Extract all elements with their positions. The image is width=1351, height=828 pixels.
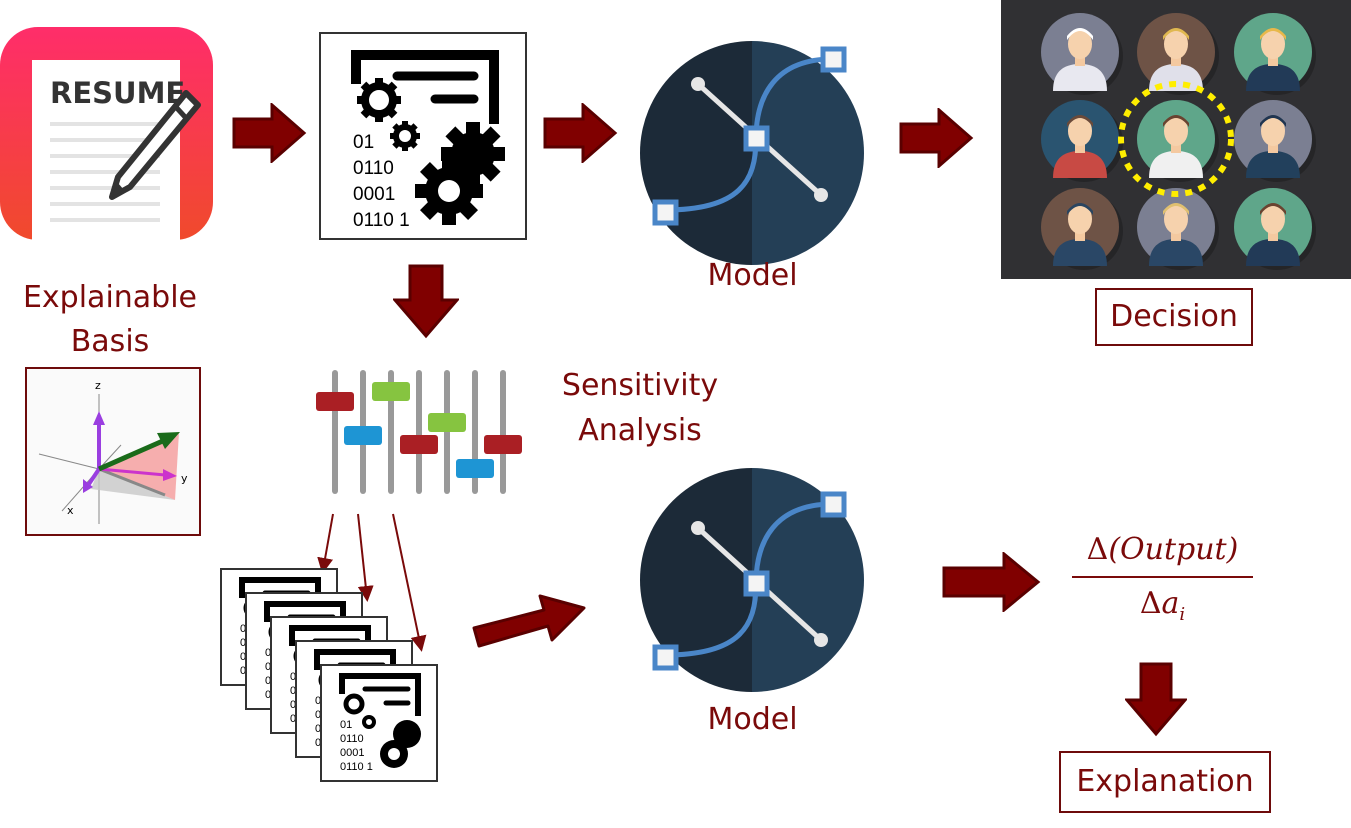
- perturbation-arrows: [310, 510, 440, 660]
- binary-text: 01 0110 0001 0110 1: [353, 130, 410, 234]
- person-police-officer-avatar: [1041, 188, 1123, 270]
- resume-icon: RESUME: [0, 27, 213, 240]
- person-doctor-avatar: [1137, 100, 1219, 182]
- candidate-pool-image: [1001, 0, 1351, 279]
- model-icon: [640, 468, 865, 693]
- person-hipster-avatar: [1041, 100, 1123, 182]
- x-axis-label: x: [67, 504, 74, 517]
- resume-title: RESUME: [50, 76, 185, 110]
- input-variable: a: [1161, 586, 1180, 621]
- arrow-icon: [317, 513, 334, 574]
- feature-extraction-document: 01 0110 0001 0110 1: [319, 32, 527, 240]
- binary-line: 0: [240, 623, 247, 635]
- binary-line: 0: [290, 713, 297, 725]
- binary-line: 0110: [340, 733, 364, 745]
- person-chef-avatar: [1041, 13, 1123, 95]
- slider-knob: [344, 426, 382, 445]
- binary-line: 0: [290, 671, 297, 683]
- explanation-box: Explanation: [1059, 751, 1271, 813]
- person-waiter-avatar: [1234, 188, 1316, 270]
- binary-line: 0: [265, 647, 272, 659]
- person-call-center-agent-avatar: [1137, 188, 1219, 270]
- binary-line: 0: [315, 737, 322, 749]
- input-index: i: [1179, 604, 1186, 625]
- formula-numerator: Δ(Output): [1070, 528, 1255, 572]
- arrow-diagonal-icon: [470, 588, 590, 658]
- gear-icon: [415, 157, 483, 225]
- person-pilot-avatar: [1137, 13, 1219, 95]
- person-construction-worker-avatar: [1234, 13, 1316, 95]
- model-label-top: Model: [707, 258, 798, 293]
- binary-line: 0: [290, 685, 297, 697]
- arrow-right-icon: [899, 108, 974, 168]
- delta-symbol: Δ: [1139, 586, 1162, 621]
- binary-line: 0: [265, 689, 272, 701]
- arrow-right-icon: [543, 103, 618, 163]
- arrow-right-icon: [232, 103, 307, 163]
- y-axis-label: y: [181, 472, 188, 485]
- model-label-bottom: Model: [707, 702, 798, 737]
- slider-track: [416, 370, 422, 494]
- arrow-down-icon: [393, 264, 459, 339]
- delta-symbol: Δ: [1086, 532, 1109, 567]
- binary-line: 0: [315, 723, 322, 735]
- slider-knob: [428, 413, 466, 432]
- output-term: (Output): [1108, 532, 1239, 567]
- gear-icon: [357, 78, 401, 122]
- slider-track: [500, 370, 506, 494]
- slider-knob: [400, 435, 438, 454]
- sensitivity-formula: Δ(Output) Δai: [1070, 528, 1255, 637]
- binary-line: 0110 1: [353, 210, 410, 231]
- binary-line: 0110: [353, 158, 394, 179]
- label-line: Analysis: [578, 413, 702, 448]
- label-line: Sensitivity: [561, 368, 719, 403]
- pencil-icon: [109, 90, 201, 200]
- perturbed-document: 01 0110 0001 0110 1: [320, 664, 438, 782]
- basis-vector-plot: z y x: [25, 367, 201, 536]
- explanation-label: Explanation: [1076, 764, 1254, 799]
- slider-knob: [484, 435, 522, 454]
- explainable-basis-label: Explainable Basis: [5, 276, 215, 364]
- binary-line: 01: [340, 719, 353, 731]
- sensitivity-analysis-label: Sensitivity Analysis: [545, 363, 735, 453]
- model-icon: [640, 41, 865, 266]
- binary-line: 01: [353, 132, 375, 153]
- arrow-right-icon: [942, 552, 1042, 612]
- gear-icon: [390, 121, 420, 151]
- gear-icon: [441, 122, 505, 186]
- slider-track: [332, 370, 338, 494]
- arrow-icon: [392, 513, 427, 652]
- label-line: Explainable: [22, 280, 198, 315]
- binary-line: 0: [290, 699, 297, 711]
- decision-label: Decision: [1110, 299, 1238, 334]
- slider-knob: [456, 459, 494, 478]
- binary-line: 0001: [353, 184, 396, 205]
- binary-line: 0: [240, 665, 247, 677]
- binary-line: 0: [315, 695, 322, 707]
- arrow-down-icon: [1125, 662, 1187, 737]
- z-axis-label: z: [95, 379, 101, 392]
- sensitivity-sliders-icon: [313, 368, 525, 496]
- formula-denominator: Δai: [1070, 582, 1255, 637]
- slider-knob: [316, 392, 354, 411]
- selection-highlight-circle: [1118, 81, 1234, 197]
- binary-line: 0001: [340, 747, 365, 759]
- binary-line: 0: [265, 661, 272, 673]
- binary-line: 0: [315, 709, 322, 721]
- decision-box: Decision: [1095, 288, 1253, 346]
- slider-knob: [372, 382, 410, 401]
- binary-line: 0: [265, 675, 272, 687]
- fraction-bar: [1072, 576, 1253, 578]
- arrow-icon: [357, 513, 374, 602]
- person-flight-attendant-avatar: [1234, 100, 1316, 182]
- binary-line: 0110 1: [340, 761, 373, 773]
- label-line: Basis: [70, 324, 150, 359]
- binary-line: 0: [240, 637, 247, 649]
- binary-line: 0: [240, 651, 247, 663]
- perturbed-documents-stack: 0 0 0 0 0 0 0 0 0 0 0 0 0 0 0 0: [220, 568, 440, 788]
